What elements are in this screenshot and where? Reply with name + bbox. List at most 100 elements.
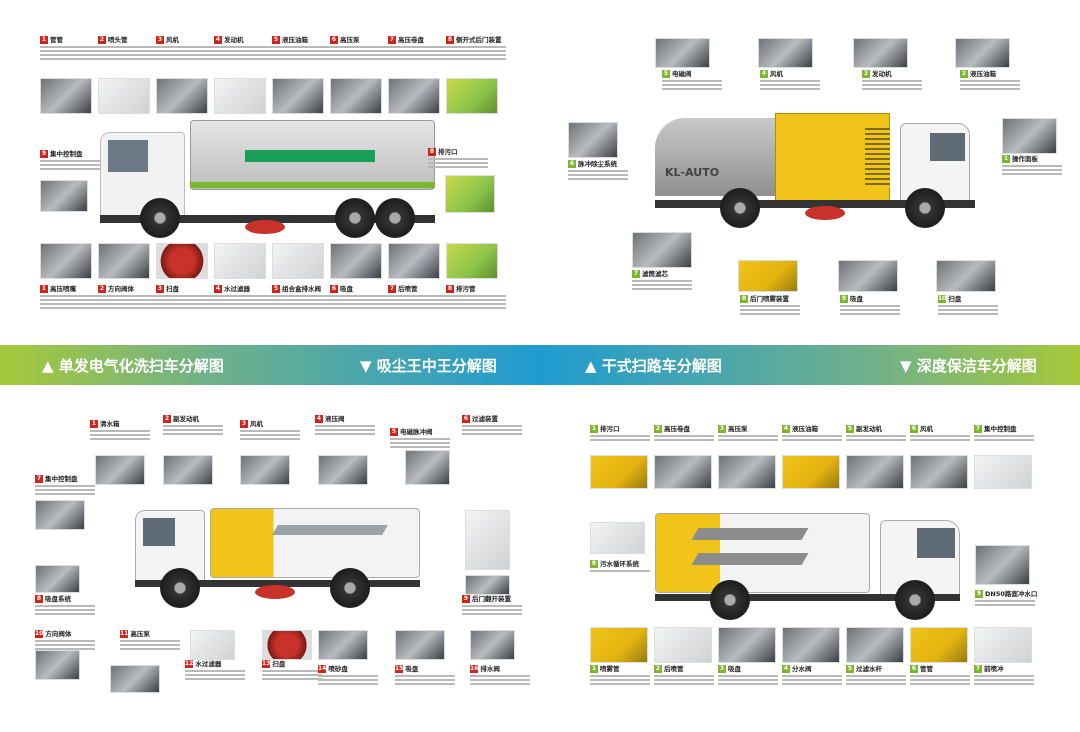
component-photo bbox=[110, 665, 160, 693]
component-number: 2 bbox=[163, 415, 171, 423]
component-number: 8 bbox=[590, 560, 598, 568]
component-photo bbox=[40, 78, 92, 114]
component-title: 吸盘 bbox=[340, 284, 353, 293]
component-description bbox=[40, 46, 100, 60]
component-description bbox=[740, 305, 800, 315]
component-photo bbox=[98, 78, 150, 114]
component-title: 扫盘 bbox=[948, 294, 962, 303]
component-photo bbox=[156, 243, 208, 279]
component-description bbox=[910, 675, 970, 685]
component-description bbox=[462, 605, 522, 615]
component-description bbox=[960, 80, 1020, 90]
component-title: 水过滤器 bbox=[195, 659, 222, 668]
component-description bbox=[718, 675, 778, 685]
component-title: 喷头管 bbox=[108, 35, 128, 44]
component-photo bbox=[318, 630, 368, 660]
component-number: 6 bbox=[330, 285, 338, 293]
component-photo bbox=[590, 455, 648, 489]
component-description bbox=[35, 605, 95, 615]
component-photo bbox=[214, 78, 266, 114]
banner-item-dry-sweeper: ▲ 干式扫路车分解图 bbox=[585, 356, 722, 375]
component-number: 16 bbox=[470, 665, 479, 673]
component-description bbox=[390, 438, 450, 448]
component-photo bbox=[156, 78, 208, 114]
component-photo bbox=[465, 575, 510, 595]
component-number: 7 bbox=[632, 270, 640, 278]
component-photo bbox=[470, 630, 515, 660]
component-photo bbox=[782, 627, 840, 663]
component-photo bbox=[272, 243, 324, 279]
component-title: 清水箱 bbox=[100, 419, 120, 428]
component-number: 7 bbox=[388, 285, 396, 293]
component-description bbox=[330, 295, 390, 309]
component-title: 吸盘系统 bbox=[45, 594, 71, 603]
component-description bbox=[590, 570, 650, 572]
component-number: 10 bbox=[938, 295, 947, 303]
component-number: 7 bbox=[388, 36, 396, 44]
component-photo bbox=[718, 455, 776, 489]
component-number: 8 bbox=[35, 595, 43, 603]
component-title: 电磁脉冲阀 bbox=[400, 427, 433, 436]
component-title: 排水阀 bbox=[480, 664, 500, 673]
component-photo bbox=[163, 455, 213, 485]
component-photo bbox=[632, 232, 692, 268]
component-title: 过滤水杆 bbox=[856, 664, 882, 673]
component-title: 高压泵 bbox=[340, 35, 360, 44]
component-description bbox=[862, 80, 922, 90]
component-title: 液压油箱 bbox=[792, 424, 818, 433]
component-title: 风机 bbox=[770, 69, 783, 78]
component-title: 高压喷嘴 bbox=[50, 284, 76, 293]
component-number: 1 bbox=[590, 665, 598, 673]
dry-sweeper-truck: KL-AUTO bbox=[655, 108, 975, 233]
component-number: 1 bbox=[40, 36, 48, 44]
component-photo bbox=[782, 455, 840, 489]
component-photo bbox=[465, 510, 510, 570]
component-description bbox=[428, 158, 488, 168]
component-title: 分水阀 bbox=[792, 664, 812, 673]
component-title: 侧开式后门装置 bbox=[456, 35, 502, 44]
component-title: 液压油箱 bbox=[970, 69, 996, 78]
component-title: 电磁阀 bbox=[672, 69, 692, 78]
component-photo bbox=[758, 38, 813, 68]
component-description bbox=[98, 295, 158, 309]
component-photo bbox=[955, 38, 1010, 68]
component-description bbox=[120, 640, 180, 650]
component-description bbox=[632, 280, 692, 290]
component-number: 5 bbox=[846, 665, 854, 673]
component-description bbox=[395, 675, 455, 685]
component-description bbox=[315, 425, 375, 435]
component-number: 8 bbox=[740, 295, 748, 303]
component-photo bbox=[846, 627, 904, 663]
component-description bbox=[272, 295, 332, 309]
component-number: 8 bbox=[446, 36, 454, 44]
component-title: 液压阀 bbox=[325, 414, 345, 423]
component-description bbox=[910, 435, 970, 441]
component-description bbox=[156, 46, 216, 60]
component-description bbox=[718, 435, 778, 441]
component-number: 2 bbox=[654, 665, 662, 673]
component-photo bbox=[388, 243, 440, 279]
component-description bbox=[318, 675, 378, 685]
component-photo bbox=[330, 78, 382, 114]
component-title: 副发动机 bbox=[173, 414, 199, 423]
component-photo bbox=[718, 627, 776, 663]
component-title: 副发动机 bbox=[856, 424, 882, 433]
component-photo bbox=[190, 630, 235, 660]
